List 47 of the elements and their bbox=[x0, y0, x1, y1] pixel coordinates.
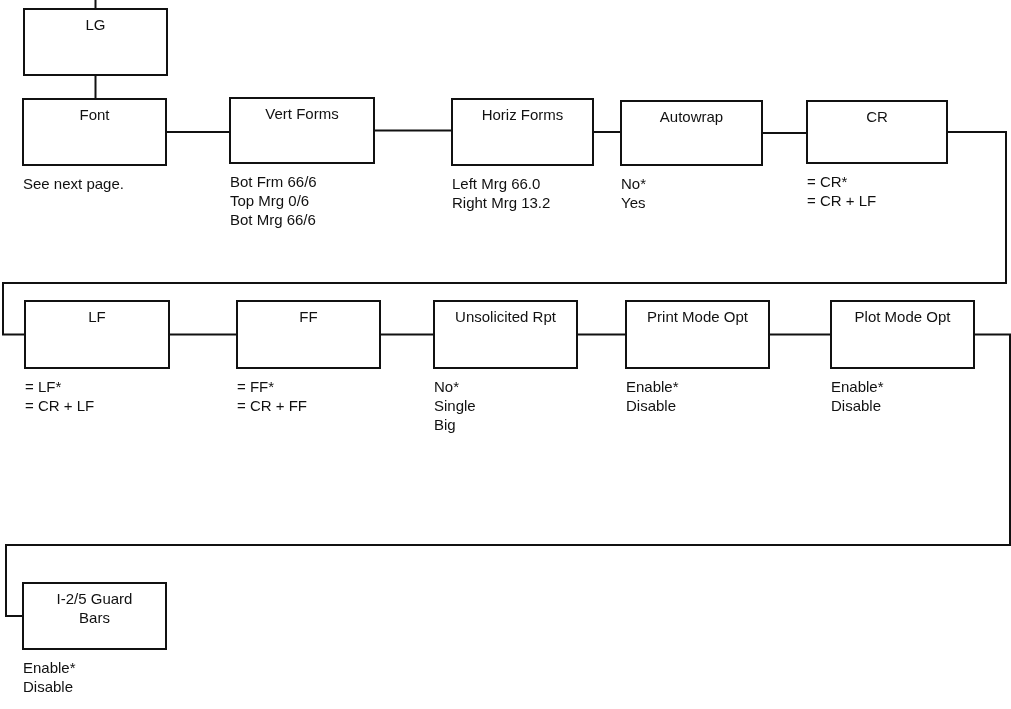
connector-line bbox=[166, 131, 230, 133]
connector-line bbox=[593, 131, 621, 133]
connector-line bbox=[94, 75, 97, 99]
connector-line bbox=[577, 333, 626, 336]
option-text: Right Mrg 13.2 bbox=[452, 193, 551, 212]
option-text: No* bbox=[621, 174, 646, 193]
option-text: = CR + FF bbox=[237, 396, 307, 415]
connector-line bbox=[374, 129, 452, 132]
menu-box: Vert Forms bbox=[229, 97, 375, 164]
option-text: = CR + LF bbox=[807, 191, 877, 210]
option-text: Big bbox=[434, 415, 457, 434]
option-text: = FF* bbox=[237, 377, 276, 396]
connector-line bbox=[169, 333, 237, 336]
connector-line bbox=[380, 333, 434, 336]
option-text: Top Mrg 0/6 bbox=[230, 191, 311, 210]
option-text: Left Mrg 66.0 bbox=[452, 174, 542, 193]
menu-box: Horiz Forms bbox=[451, 98, 594, 166]
menu-box: LG bbox=[23, 8, 168, 76]
option-text: No* bbox=[434, 377, 460, 396]
option-text: Enable* bbox=[626, 377, 679, 396]
option-text: Disable bbox=[23, 677, 75, 696]
menu-box: I-2/5 Guard Bars bbox=[22, 582, 167, 650]
connector-line bbox=[5, 333, 1011, 617]
option-text: Bot Frm 66/6 bbox=[230, 172, 317, 191]
option-text: Yes bbox=[621, 193, 646, 212]
menu-box: CR bbox=[806, 100, 948, 164]
option-text: = LF* bbox=[25, 377, 63, 396]
menu-box: Font bbox=[22, 98, 167, 166]
option-text: Disable bbox=[626, 396, 678, 415]
menu-box: Print Mode Opt bbox=[625, 300, 770, 369]
menu-box: Unsolicited Rpt bbox=[433, 300, 578, 369]
option-text: Single bbox=[434, 396, 476, 415]
option-text: Enable* bbox=[23, 658, 76, 677]
connector-line bbox=[769, 333, 831, 336]
menu-box: LF bbox=[24, 300, 170, 369]
connector-line bbox=[762, 132, 807, 134]
option-text: = CR* bbox=[807, 172, 849, 191]
option-text: See next page. bbox=[23, 174, 124, 193]
menu-box: FF bbox=[236, 300, 381, 369]
menu-box: Autowrap bbox=[620, 100, 763, 166]
option-text: = CR + LF bbox=[25, 396, 95, 415]
option-text: Enable* bbox=[831, 377, 884, 396]
connector-line bbox=[2, 131, 1007, 336]
option-text: Disable bbox=[831, 396, 883, 415]
option-text: Bot Mrg 66/6 bbox=[230, 210, 317, 229]
connector-line bbox=[94, 0, 97, 9]
menu-box: Plot Mode Opt bbox=[830, 300, 975, 369]
